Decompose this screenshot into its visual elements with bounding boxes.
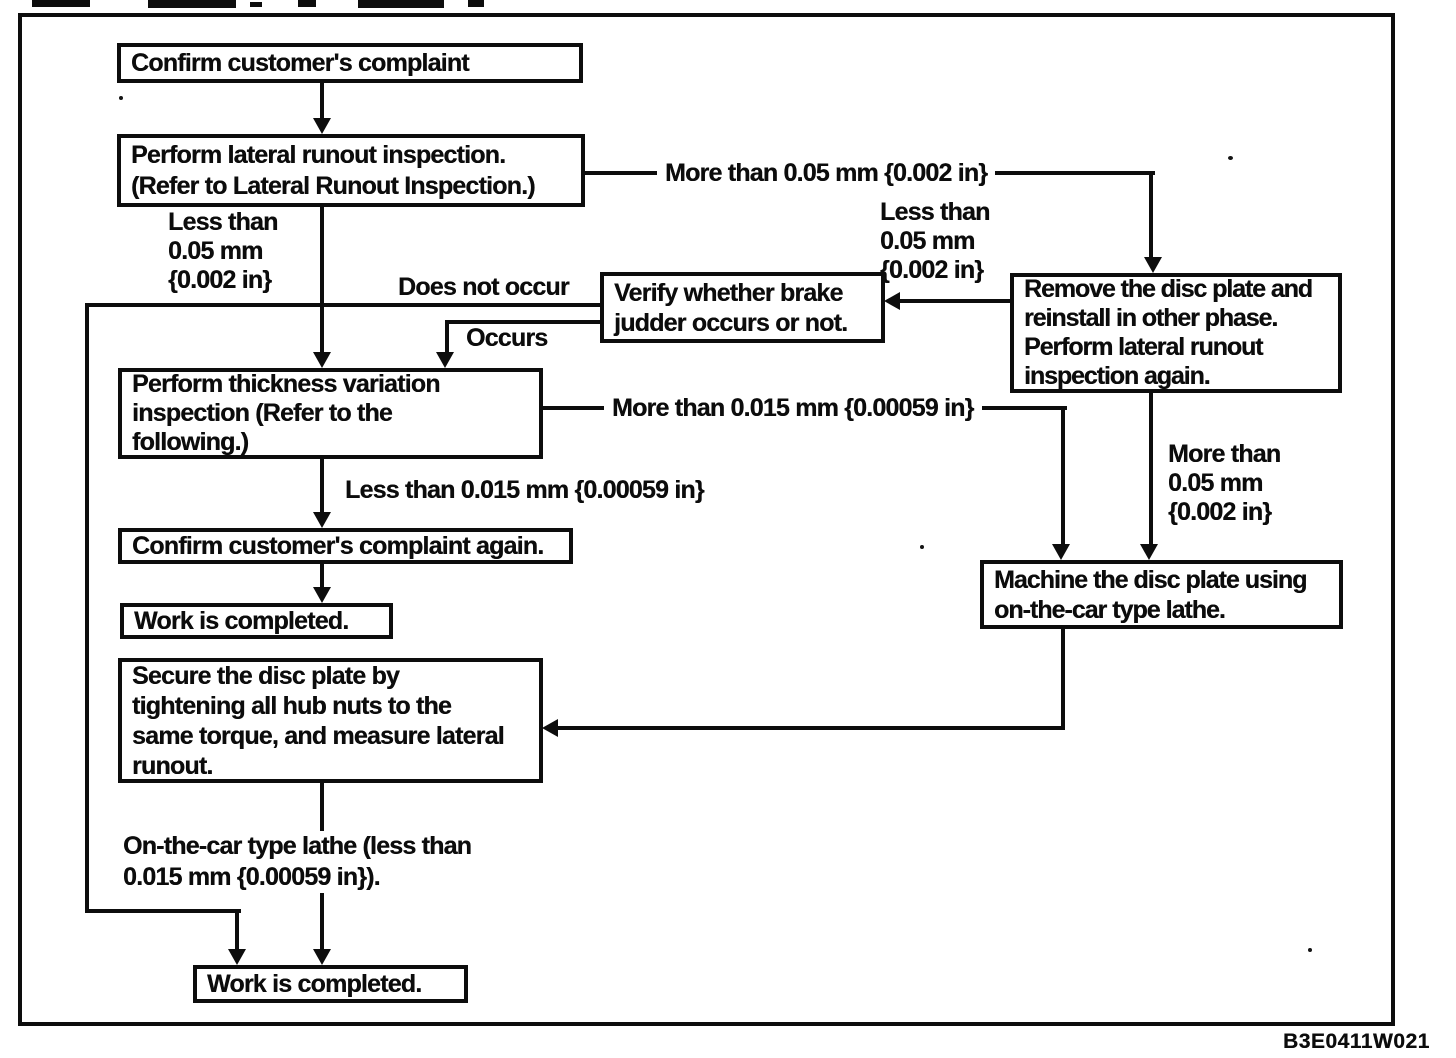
arrowhead-down-icon: [313, 352, 331, 368]
node-confirm-complaint: Confirm customer's complaint: [117, 43, 583, 83]
arrowhead-down-icon: [313, 512, 331, 528]
scan-artifact: [358, 0, 444, 8]
node-label: Remove the disc plate and reinstall in o…: [1024, 275, 1313, 390]
arrowhead-left-icon: [884, 292, 900, 310]
node-confirm-complaint-again: Confirm customer's complaint again.: [118, 528, 573, 564]
node-label: Verify whether brake judder occurs or no…: [614, 278, 848, 337]
scan-artifact: [468, 0, 484, 7]
connector-doesnotoccur-v2: [235, 909, 239, 951]
scan-artifact: [32, 0, 90, 7]
edge-label-less-than-005-left: Less than 0.05 mm {0.002 in}: [168, 208, 278, 294]
arrowhead-down-icon: [313, 118, 331, 134]
connector-doesnotoccur-h2: [85, 909, 241, 913]
connector-runout-to-thickness: [320, 206, 324, 354]
edge-label-less-than-005-right: Less than 0.05 mm {0.002 in}: [880, 198, 990, 284]
connector-occurs-v: [445, 320, 449, 354]
node-remove-disc-plate: Remove the disc plate and reinstall in o…: [1010, 273, 1342, 393]
scan-artifact: [250, 2, 262, 7]
connector-doesnotoccur-v1: [85, 303, 89, 913]
arrowhead-down-icon: [1144, 257, 1162, 273]
scan-artifact: [119, 96, 123, 100]
connector-occurs-h: [447, 320, 600, 324]
node-label: Work is completed.: [134, 606, 349, 635]
connector-doesnotoccur-h1: [87, 303, 600, 307]
arrowhead-left-icon: [542, 719, 558, 737]
node-label: Machine the disc plate using on-the-car …: [994, 565, 1307, 624]
edge-label-more-than-005: More than 0.05 mm {0.002 in}: [657, 159, 996, 188]
node-label: Secure the disc plate by tightening all …: [132, 661, 505, 780]
diagram-border: [18, 13, 1395, 1026]
node-work-completed-2: Work is completed.: [193, 965, 468, 1003]
scan-artifact: [298, 0, 316, 7]
node-verify-brake-judder: Verify whether brake judder occurs or no…: [600, 272, 885, 343]
node-secure-disc-plate: Secure the disc plate by tightening all …: [118, 658, 543, 783]
scan-artifact: [1228, 156, 1233, 160]
scan-artifact: [148, 0, 236, 8]
edge-label-occurs: Occurs: [466, 324, 548, 352]
connector-confirmagain-to-work1: [320, 561, 324, 589]
node-label: Confirm customer's complaint again.: [132, 531, 544, 560]
connector-remove-to-machine: [1149, 390, 1153, 546]
arrowhead-down-icon: [436, 352, 454, 368]
connector-remove-to-verify: [900, 299, 1010, 303]
node-lateral-runout-inspection: Perform lateral runout inspection. (Refe…: [117, 134, 585, 207]
scan-artifact: [920, 545, 924, 549]
connector-machine-to-secure-v: [1061, 626, 1065, 730]
connector-confirm-to-runout: [320, 82, 324, 120]
arrowhead-down-icon: [1140, 544, 1158, 560]
node-label: Confirm customer's complaint: [131, 48, 470, 77]
node-thickness-variation-inspection: Perform thickness variation inspection (…: [118, 368, 543, 459]
node-label: Perform thickness variation inspection (…: [132, 370, 440, 456]
arrowhead-down-icon: [313, 949, 331, 965]
node-label: Work is completed.: [207, 969, 422, 998]
edge-label-on-the-car-lathe: On-the-car type lathe (less than 0.015 m…: [115, 831, 480, 893]
node-label: Perform lateral runout inspection. (Refe…: [131, 140, 536, 200]
edge-label-more-than-005-right: More than 0.05 mm {0.002 in}: [1168, 440, 1281, 526]
node-machine-disc-plate: Machine the disc plate using on-the-car …: [980, 560, 1343, 629]
edge-label-more-than-0015: More than 0.015 mm {0.00059 in}: [604, 394, 982, 423]
node-work-completed-1: Work is completed.: [120, 603, 393, 639]
connector-machine-to-secure-h: [557, 726, 1065, 730]
connector-runout-to-remove-v: [1149, 171, 1153, 261]
edge-label-does-not-occur: Does not occur: [398, 273, 570, 301]
scan-artifact: [1308, 948, 1312, 952]
figure-code: B3E0411W021: [1283, 1030, 1430, 1053]
connector-thickness-to-confirmagain: [320, 456, 324, 514]
edge-label-less-than-0015: Less than 0.015 mm {0.00059 in}: [345, 476, 705, 504]
arrowhead-down-icon: [313, 587, 331, 603]
connector-thickness-to-machine-v: [1061, 406, 1065, 546]
arrowhead-down-icon: [228, 949, 246, 965]
arrowhead-down-icon: [1052, 544, 1070, 560]
